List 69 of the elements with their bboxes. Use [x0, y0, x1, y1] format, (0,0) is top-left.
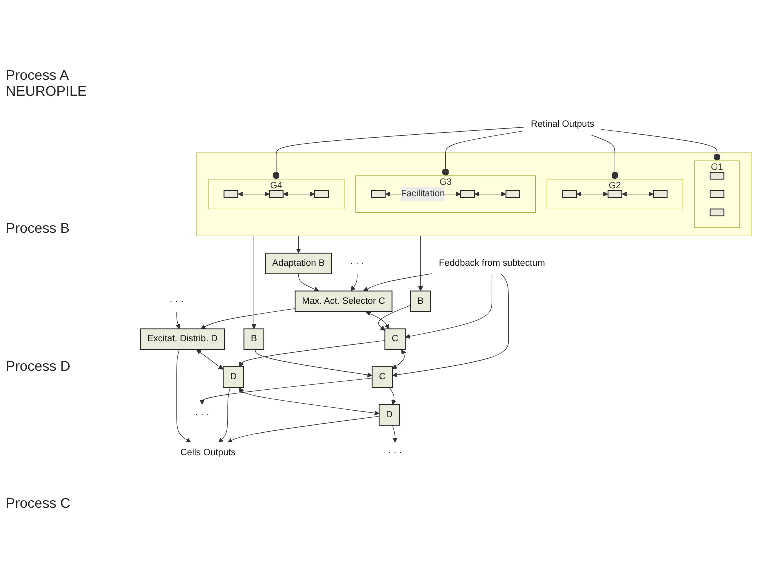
- edge-label: Facilitation: [401, 189, 446, 199]
- arrow: [418, 236, 424, 292]
- cluster: G4: [208, 179, 345, 210]
- connector: [601, 129, 721, 162]
- arrow: [576, 192, 609, 197]
- connector: [442, 130, 525, 176]
- arrow: [176, 312, 181, 330]
- node-box: Excitat. Distrib. D: [140, 328, 226, 350]
- arrow: [196, 350, 224, 370]
- node-text: Cells Outputs: [180, 448, 236, 458]
- node-text: · · ·: [350, 258, 365, 268]
- node-box: [460, 190, 476, 198]
- node-box: [653, 190, 668, 198]
- cluster: [196, 152, 752, 237]
- node-box: [314, 190, 330, 198]
- arrow: [255, 350, 373, 378]
- cluster: G1: [694, 160, 740, 228]
- arrow: [392, 350, 406, 370]
- node-box: [371, 190, 386, 198]
- connector: [591, 134, 619, 180]
- arrow: [389, 387, 396, 406]
- cluster: G2: [546, 179, 684, 210]
- node-box: [710, 208, 725, 217]
- arrow: [392, 425, 398, 443]
- node-box: B: [410, 290, 432, 312]
- arrow: [405, 274, 493, 340]
- process-label: Process C: [6, 494, 72, 514]
- node-box: [269, 190, 284, 198]
- node-box: Max. Act. Selector C: [294, 290, 393, 312]
- arrow: [218, 387, 231, 443]
- node-box: [224, 190, 238, 198]
- node-box: [562, 190, 578, 198]
- node-box: D: [378, 404, 400, 426]
- node-text: · · ·: [388, 448, 402, 458]
- arrow: [366, 312, 390, 330]
- arrow: [622, 192, 654, 197]
- arrow: [239, 388, 380, 416]
- arrow: [296, 236, 302, 254]
- arrow: [351, 274, 358, 292]
- node-box: [710, 190, 725, 198]
- process-label: Process D: [6, 356, 72, 376]
- node-box: [710, 172, 725, 180]
- arrow: [239, 340, 386, 368]
- arrow: [200, 378, 373, 406]
- node-box: B: [244, 328, 264, 350]
- node-text: Retinal Outputs: [531, 120, 594, 130]
- arrow: [228, 416, 380, 443]
- node-box: D: [223, 366, 244, 388]
- arrow: [283, 192, 316, 197]
- arrow: [363, 274, 433, 292]
- node-text: · · ·: [170, 296, 184, 306]
- arrow: [238, 192, 270, 197]
- arrow: [474, 192, 506, 197]
- process-label: Process B: [6, 219, 71, 238]
- node-text: · · ·: [195, 410, 210, 420]
- arrow: [252, 236, 257, 330]
- arrow: [378, 305, 412, 332]
- node-box: [506, 190, 520, 198]
- process-label: Process A NEUROPILE: [6, 66, 88, 101]
- node-text: Feddback from subtectum: [439, 258, 546, 268]
- arrow: [200, 308, 296, 330]
- arrow: [392, 274, 510, 378]
- node-box: C: [384, 328, 406, 350]
- node-box: [608, 190, 622, 198]
- arrow: [176, 350, 192, 443]
- arrow: [298, 274, 320, 292]
- node-box: Adaptation B: [265, 253, 332, 275]
- node-box: C: [372, 366, 394, 388]
- connector: [272, 127, 525, 180]
